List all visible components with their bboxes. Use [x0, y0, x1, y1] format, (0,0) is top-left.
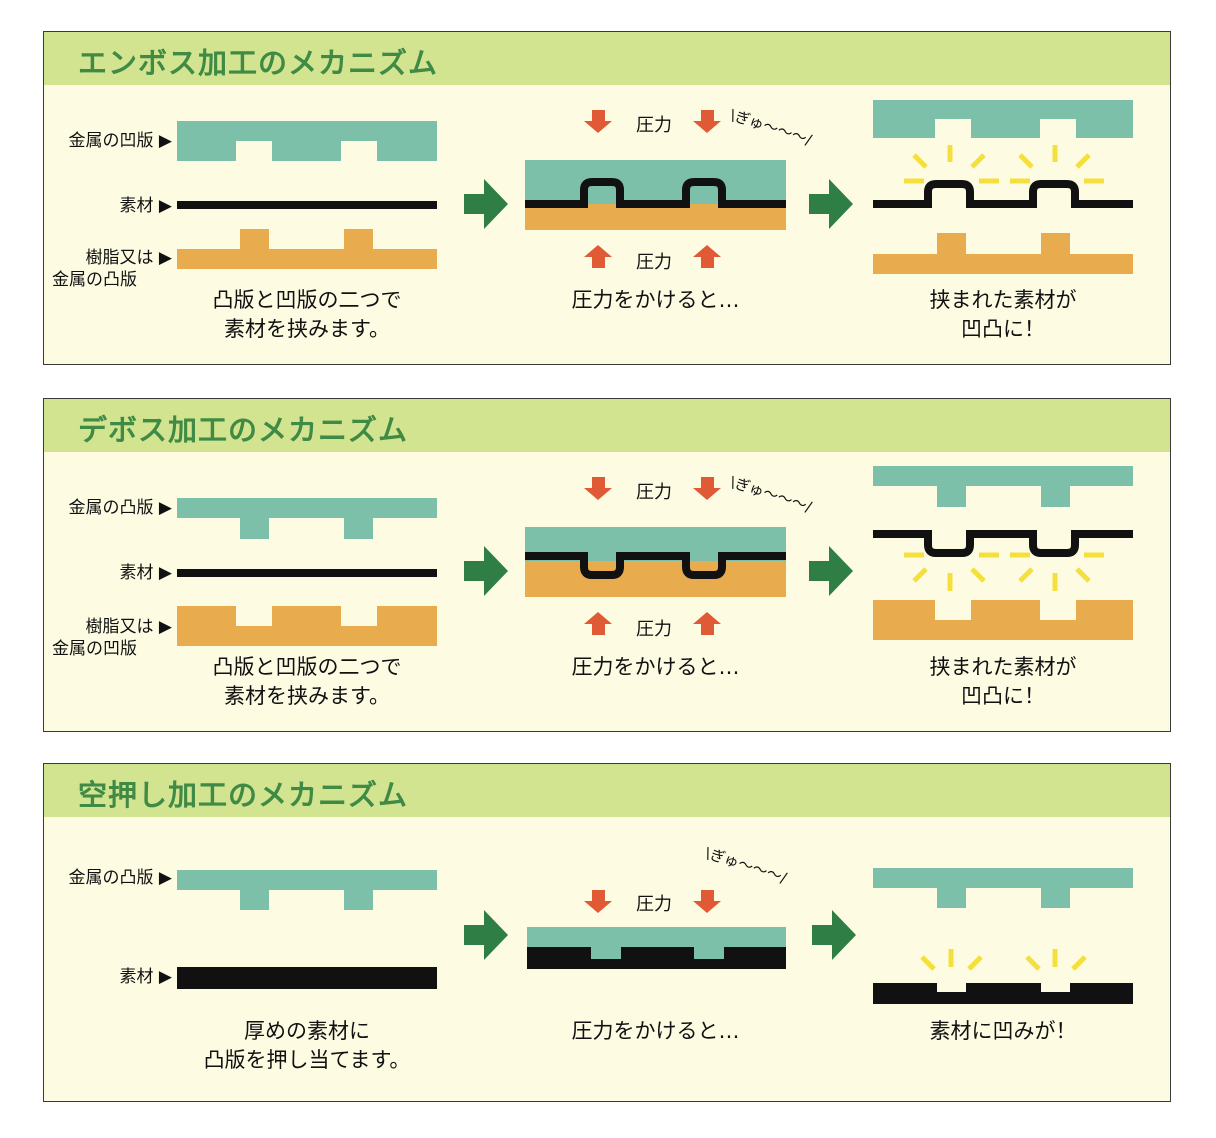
- caption-step3-line1: 挟まれた素材が: [929, 288, 1077, 312]
- pressing-material: [525, 552, 786, 579]
- impact-sparks: [904, 145, 1104, 184]
- bottom-female-die: [177, 606, 437, 646]
- bottom-male-die: [177, 229, 437, 269]
- caption-step3-line2: 凹凸に！: [961, 317, 1045, 341]
- panel-header: 空押し加工のメカニズム: [44, 764, 1170, 817]
- pressure-arrow-up-left: [584, 612, 612, 635]
- pressure-arrow-up-left: [584, 245, 612, 268]
- caption-step3: 挟まれた素材が 凹凸に！: [863, 653, 1143, 711]
- blind-stamping-diagram: [177, 868, 1133, 1004]
- debossing-diagram: [177, 466, 1133, 646]
- pressure-label-top: 圧力: [636, 115, 672, 136]
- pressure-arrow-up-right: [693, 612, 721, 635]
- top-male-die: [177, 870, 437, 910]
- caption-step3-line2: 凹凸に！: [961, 684, 1045, 708]
- embossed-material: [873, 180, 1133, 208]
- label-material: 素材 ▶: [119, 196, 172, 216]
- top-female-die: [177, 121, 437, 161]
- panel-title: 空押し加工のメカニズム: [78, 778, 409, 812]
- step-arrow-2: [809, 546, 853, 596]
- caption-step1: 凸版と凹版の二つで 素材を挟みます。: [167, 286, 447, 344]
- panel-header: デボス加工のメカニズム: [44, 399, 1170, 452]
- caption-step3-line1: 挟まれた素材が: [929, 655, 1077, 679]
- label-top-die: 金属の凸版 ▶: [68, 498, 172, 518]
- step-arrow-2: [812, 910, 856, 960]
- label-bottom-die-2: 金属の凹版: [52, 639, 137, 659]
- caption-step1: 厚めの素材に 凸版を押し当てます。: [167, 1017, 447, 1075]
- caption-step3: 挟まれた素材が 凹凸に！: [863, 286, 1143, 344]
- result-top-die: [873, 868, 1133, 908]
- pressing-bottom-die: [525, 204, 786, 230]
- caption-step1-line2: 素材を挟みます。: [224, 317, 390, 341]
- caption-step2-line1: 圧力をかけると…: [571, 655, 740, 679]
- material-sheet: [177, 201, 437, 209]
- embossing-panel: エンボス加工のメカニズム: [43, 31, 1171, 365]
- caption-step2: 圧力をかけると…: [515, 653, 796, 682]
- caption-step2: 圧力をかけると…: [515, 1017, 796, 1046]
- caption-step2: 圧力をかけると…: [515, 286, 796, 315]
- caption-step2-line1: 圧力をかけると…: [571, 288, 740, 312]
- pressure-arrow-down-right: [693, 110, 721, 133]
- debossing-panel: デボス加工のメカニズム 金: [43, 398, 1171, 732]
- top-male-die: [177, 498, 437, 539]
- label-top-die: 金属の凹版 ▶: [68, 131, 172, 151]
- step-arrow-1: [464, 910, 508, 960]
- pressure-arrow-down-left: [584, 890, 612, 913]
- pressure-label-top: 圧力: [636, 894, 672, 915]
- result-top-die: [873, 100, 1133, 138]
- pressure-arrow-down-left: [584, 477, 612, 500]
- pressing-bottom-die: [525, 561, 786, 597]
- pressing-top-die: [525, 160, 786, 204]
- label-bottom-die-1: 樹脂又は ▶: [85, 617, 172, 637]
- result-bottom-die: [873, 600, 1133, 640]
- caption-step2-line1: 圧力をかけると…: [571, 1019, 740, 1043]
- panel-title: エンボス加工のメカニズム: [78, 46, 439, 80]
- pressure-label-bottom: 圧力: [636, 619, 672, 640]
- material-sheet: [177, 569, 437, 577]
- caption-step1-line2: 素材を挟みます。: [224, 684, 390, 708]
- pressing-material: [525, 178, 786, 208]
- debossed-material: [873, 530, 1133, 557]
- result-bottom-die: [873, 233, 1133, 274]
- pressure-label-top: 圧力: [636, 482, 672, 503]
- blind-stamping-panel: 空押し加工のメカニズム 金属の凸版 ▶ 素材 ▶ 圧力 \ぎゅ〜〜〜/ 厚めの素…: [43, 763, 1171, 1102]
- thick-material: [177, 967, 437, 989]
- pressure-arrow-down-left: [584, 110, 612, 133]
- dented-material: [873, 983, 1133, 1004]
- caption-step1: 凸版と凹版の二つで 素材を挟みます。: [167, 653, 447, 711]
- panel-title: デボス加工のメカニズム: [78, 413, 409, 447]
- impact-sparks: [904, 552, 1104, 591]
- embossing-diagram: [177, 100, 1133, 274]
- step-arrow-2: [809, 179, 853, 229]
- caption-step1-line2: 凸版を押し当てます。: [203, 1048, 411, 1072]
- caption-step1-line1: 凸版と凹版の二つで: [212, 288, 402, 312]
- caption-step3-line1: 素材に凹みが！: [929, 1019, 1077, 1043]
- step-arrow-1: [464, 546, 508, 596]
- pressure-arrow-down-right: [693, 890, 721, 913]
- step-arrow-1: [464, 179, 508, 229]
- label-material: 素材 ▶: [119, 967, 172, 987]
- pressing-material: [527, 947, 786, 969]
- label-material: 素材 ▶: [119, 563, 172, 583]
- pressure-arrow-down-right: [693, 477, 721, 500]
- caption-step1-line1: 厚めの素材に: [244, 1019, 370, 1043]
- result-top-die: [873, 466, 1133, 507]
- caption-step3: 素材に凹みが！: [863, 1017, 1143, 1046]
- pressing-top-die: [527, 927, 786, 959]
- caption-step1-line1: 凸版と凹版の二つで: [212, 655, 402, 679]
- panel-header: エンボス加工のメカニズム: [44, 32, 1170, 85]
- pressure-label-bottom: 圧力: [636, 252, 672, 273]
- pressure-arrow-up-right: [693, 245, 721, 268]
- label-bottom-die-1: 樹脂又は ▶: [85, 248, 172, 268]
- impact-sparks: [920, 949, 1087, 971]
- label-bottom-die-2: 金属の凸版: [52, 270, 137, 290]
- label-top-die: 金属の凸版 ▶: [68, 868, 172, 888]
